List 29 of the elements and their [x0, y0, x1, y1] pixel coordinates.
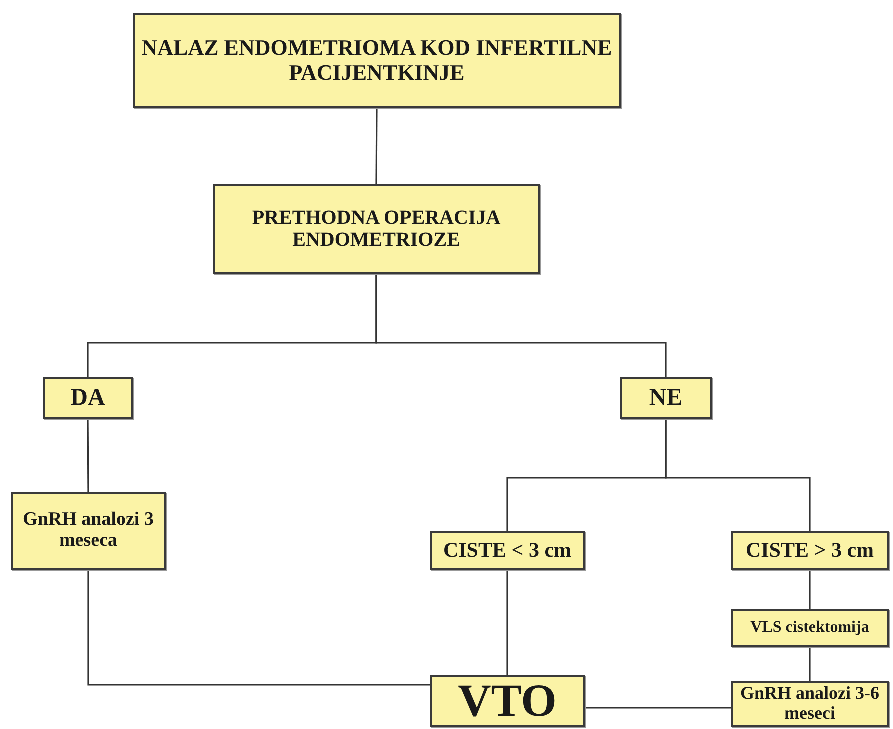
- box-label: PRETHODNA OPERACIJA ENDOMETRIOZE: [251, 207, 502, 251]
- box-label: GnRH analozi 3-6 meseci: [739, 684, 880, 724]
- connector-line: [87, 419, 90, 492]
- connector-line: [809, 647, 811, 681]
- box-label: CISTE < 3 cm: [443, 538, 572, 562]
- connector-line: [88, 570, 430, 686]
- connector-line: [506, 570, 508, 675]
- process-box: [430, 531, 585, 570]
- box-label: CISTE > 3 cm: [746, 538, 874, 562]
- box-label: GnRH analozi 3 meseca: [22, 510, 155, 552]
- connector-line: [809, 570, 811, 609]
- connector-line: [376, 274, 667, 377]
- process-box: [731, 609, 889, 647]
- process-box: [731, 681, 889, 727]
- box-label: NE: [649, 384, 683, 412]
- process-box: [620, 377, 712, 419]
- process-box: [213, 184, 540, 274]
- process-box: [43, 377, 133, 419]
- process-box: [11, 492, 166, 570]
- box-label: VTO: [458, 676, 557, 726]
- process-box: [731, 531, 889, 570]
- process-box: [133, 13, 621, 108]
- box-label: VLS cistektomija: [750, 619, 870, 637]
- box-label: NALAZ ENDOMETRIOMA KOD INFERTILNE PACIJENTKINJE: [140, 36, 614, 85]
- connector-line: [665, 419, 811, 531]
- connector-line: [376, 108, 378, 184]
- box-label: DA: [70, 384, 106, 412]
- connector-line: [585, 707, 731, 709]
- process-box: [430, 675, 585, 727]
